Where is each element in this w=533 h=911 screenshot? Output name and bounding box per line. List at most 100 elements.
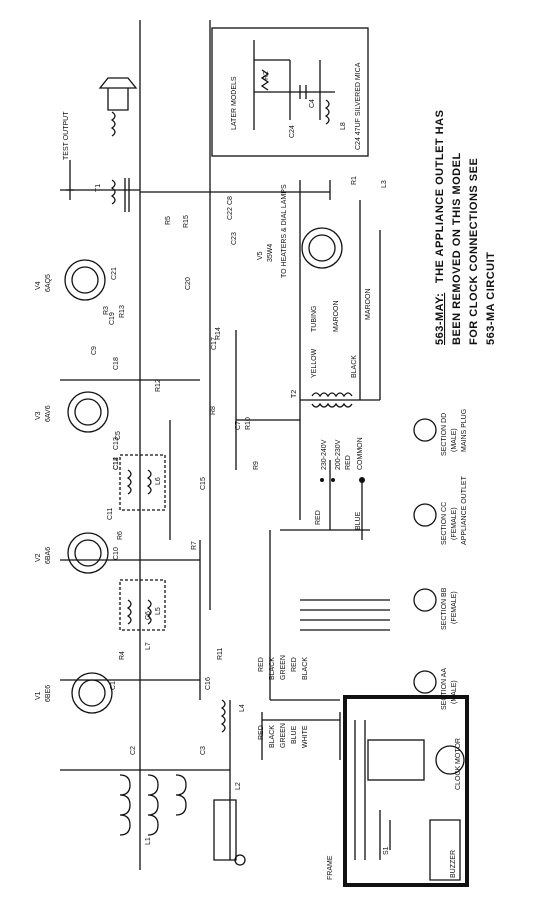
component-label-c22: C22 [227,207,234,220]
component-label-c21: C21 [111,267,118,280]
l2-label: L2 [235,782,242,790]
component-label-l3: L3 [381,180,388,188]
tube-v3: V3 6AV6 [35,391,109,433]
section-cc: SECTION CC (FEMALE) APPLIANCE OUTLET [413,475,468,545]
component-label-l5: L5 [155,607,162,615]
component-label-c13: C13 [113,437,120,450]
yellow-label: YELLOW [311,348,318,378]
v4-id: V4 [35,281,42,290]
component-label-r13: R13 [119,305,126,318]
note-line2: BEEN REMOVED ON THIS MODEL [451,152,463,345]
section-bb-sub: (FEMALE) [451,591,458,624]
section-bb: SECTION BB (FEMALE) [413,587,458,630]
v2-id: V2 [35,553,42,562]
upper-wire-labels: RED BLACK GREEN RED BLACK [258,655,309,680]
component-label-r11: R11 [217,648,224,660]
if-coils [119,454,226,733]
later-c24-label: C24 [289,125,296,138]
tube-v4: V4 6AQ5 [35,259,106,301]
v3-id: V3 [35,411,42,420]
power-transformer-t2: 230-240V 200-230V RED COMMON RED BLUE [311,392,365,530]
clock-buzzer-box: CLOCK MOTOR BUZZER S1 FRAME [327,695,469,887]
component-label-c17: C17 [211,337,218,350]
section-dd-name: SECTION DD [441,413,448,456]
component-label-c20: C20 [185,277,192,290]
component-label-c10: C10 [113,547,120,560]
component-label-c9: C9 [91,346,98,355]
clock-motor-label: CLOCK MOTOR [455,738,462,790]
section-cc-extra: APPLIANCE OUTLET [461,475,468,545]
component-label-l7: L7 [145,642,152,650]
note-line1: THE APPLIANCE OUTLET HAS [434,110,446,284]
note-block: 563-MAY: THE APPLIANCE OUTLET HAS BEEN R… [434,110,497,345]
component-label-c8: C8 [227,196,234,205]
main-wiring [60,20,390,870]
tubing-label: TUBING [311,306,318,332]
component-label-r8: R8 [210,406,217,415]
section-aa-name: SECTION AA [441,668,448,710]
heater-leads: TO HEATERS & DIAL LAMPS TUBING MAROON MA… [281,184,372,398]
v2-type: 6BA6 [45,547,52,564]
to-heaters-label: TO HEATERS & DIAL LAMPS [281,184,288,278]
section-aa-sub: (MALE) [451,680,458,704]
v1-id: V1 [35,691,42,700]
section-dd-extra: MAINS PLUG [461,409,468,452]
maroon2-label: MAROON [365,289,372,321]
component-label-r4: R4 [119,651,126,660]
frame-label: FRAME [327,855,334,880]
later-r2-label: R2 [263,71,270,80]
component-label-c16: C16 [205,677,212,690]
section-cc-name: SECTION CC [441,502,448,545]
section-bb-name: SECTION BB [441,587,448,630]
section-aa: SECTION AA (MALE) [413,668,458,710]
s1-label: S1 [383,846,390,855]
upper-wire-5: BLACK [302,657,309,680]
component-label-c11: C11 [107,508,114,520]
v1-type: 6BE6 [45,685,52,702]
tube-v5: V5 35W4 [257,227,343,269]
lower-wire-5: WHITE [302,725,309,748]
later-mica-label: C24 47UF SILVERED MICA [355,62,362,150]
component-label-c12: C12 [113,457,120,470]
lower-wire-2: BLACK [269,725,276,748]
later-l8-label: L8 [340,122,347,130]
loop-antenna: L1 L2 [119,774,246,866]
later-c4-label: C4 [309,99,316,108]
black-label: BLACK [351,355,358,378]
output-transformer-t1: TEST OUTPUT T1 [63,77,138,212]
v5-type: 35W4 [267,244,274,262]
later-models-inset: LATER MODELS R2 C4 C24 L8 C24 47UF SILVE… [211,27,369,157]
note-line3: FOR CLOCK CONNECTIONS SEE [468,158,480,345]
v3-type: 6AV6 [45,405,52,422]
component-label-c1: C1 [110,681,117,690]
volt-red-label: RED [345,455,352,470]
component-label-c7: C7 [235,421,242,430]
t1-label: T1 [95,184,102,192]
blue-side-label: BLUE [355,511,362,530]
component-label-c15: C15 [200,477,207,490]
later-models-title: LATER MODELS [231,76,238,130]
volt-230-240-label: 230-240V [321,439,328,470]
t2-label: T2 [291,390,298,398]
component-label-l6: L6 [155,477,162,485]
volt-common-label: COMMON [357,437,364,470]
component-label-r7: R7 [191,541,198,550]
component-label-c19: C19 [109,312,116,325]
red-side-label: RED [315,510,322,525]
tube-v1: V1 6BE6 [35,672,113,714]
upper-wire-1: RED [258,657,265,672]
component-label-c6: C6 [145,611,152,620]
component-label-l4: L4 [239,704,246,712]
maroon-label: MAROON [333,301,340,333]
tube-v2: V2 6BA6 [35,532,109,574]
v4-type: 6AQ5 [45,274,52,292]
buzzer-label: BUZZER [450,850,457,878]
v5-id: V5 [257,251,264,260]
component-label-r6: R6 [117,531,124,540]
component-label-c18: C18 [113,357,120,370]
section-dd-sub: (MALE) [451,428,458,452]
upper-wire-4: RED [291,657,298,672]
component-label-c14: C14 [113,457,120,470]
svg-text:563-MAY: THE APPLIANCE O: 563-MAY: THE APPLIANCE OUTLET HAS [434,110,446,345]
